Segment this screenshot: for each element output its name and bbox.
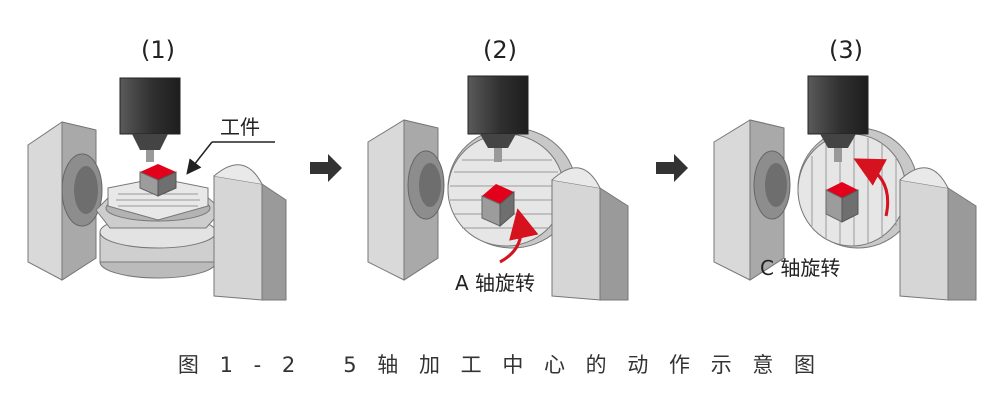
step-3-label: (3) <box>829 36 863 64</box>
c-axis-label: C 轴旋转 <box>760 256 840 280</box>
step-2-label: (2) <box>483 36 517 64</box>
c-axis-rotation-arrow <box>853 158 890 217</box>
flow-arrow-1 <box>310 154 342 182</box>
step-1-label: (1) <box>141 36 175 64</box>
workpiece-label: 工件 <box>220 115 260 139</box>
a-axis-label: A 轴旋转 <box>455 271 535 295</box>
figure-caption: 图 1 - 2 5 轴 加 工 中 心 的 动 作 示 意 图 <box>178 353 822 377</box>
machine-2 <box>367 75 629 301</box>
flow-arrow-2 <box>656 154 688 182</box>
callout-arrow <box>186 141 213 175</box>
a-axis-rotation-arrow <box>499 208 539 264</box>
machine-3 <box>713 75 977 301</box>
machine-1 <box>27 77 287 301</box>
